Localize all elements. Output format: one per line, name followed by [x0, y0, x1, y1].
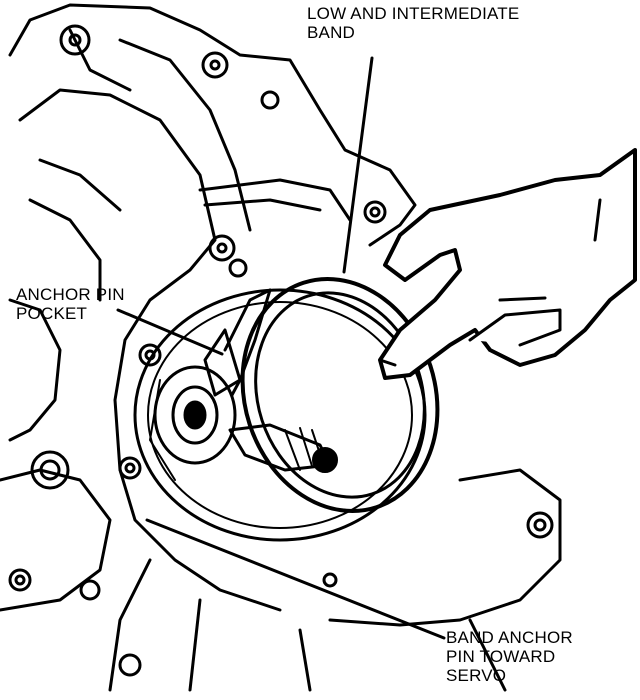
hand [378, 148, 637, 380]
label-servo-line1: BAND ANCHOR [446, 628, 573, 647]
label-anchor-pin-pocket: ANCHOR PIN POCKET [16, 285, 125, 323]
label-pocket-line2: POCKET [16, 304, 88, 323]
leader-anchor-servo [145, 518, 446, 640]
case-bolts [8, 24, 554, 677]
label-servo-line3: SERVO [446, 666, 507, 685]
low-intermediate-band [203, 276, 440, 514]
label-low-intermediate-band: LOW AND INTERMEDIATE BAND [307, 4, 519, 42]
label-band-line1: LOW AND INTERMEDIATE [307, 4, 520, 23]
label-band-anchor-pin-toward-servo: BAND ANCHOR PIN TOWARD SERVO [446, 628, 573, 685]
leader-lines [116, 56, 446, 640]
label-pocket-line1: ANCHOR PIN [16, 285, 125, 304]
clutch-drum [133, 288, 427, 542]
label-band-line2: BAND [307, 23, 356, 42]
leader-anchor-pocket [116, 308, 224, 356]
transmission-case [0, 3, 562, 692]
label-servo-line2: PIN TOWARD [446, 647, 556, 666]
leader-band [342, 56, 374, 274]
